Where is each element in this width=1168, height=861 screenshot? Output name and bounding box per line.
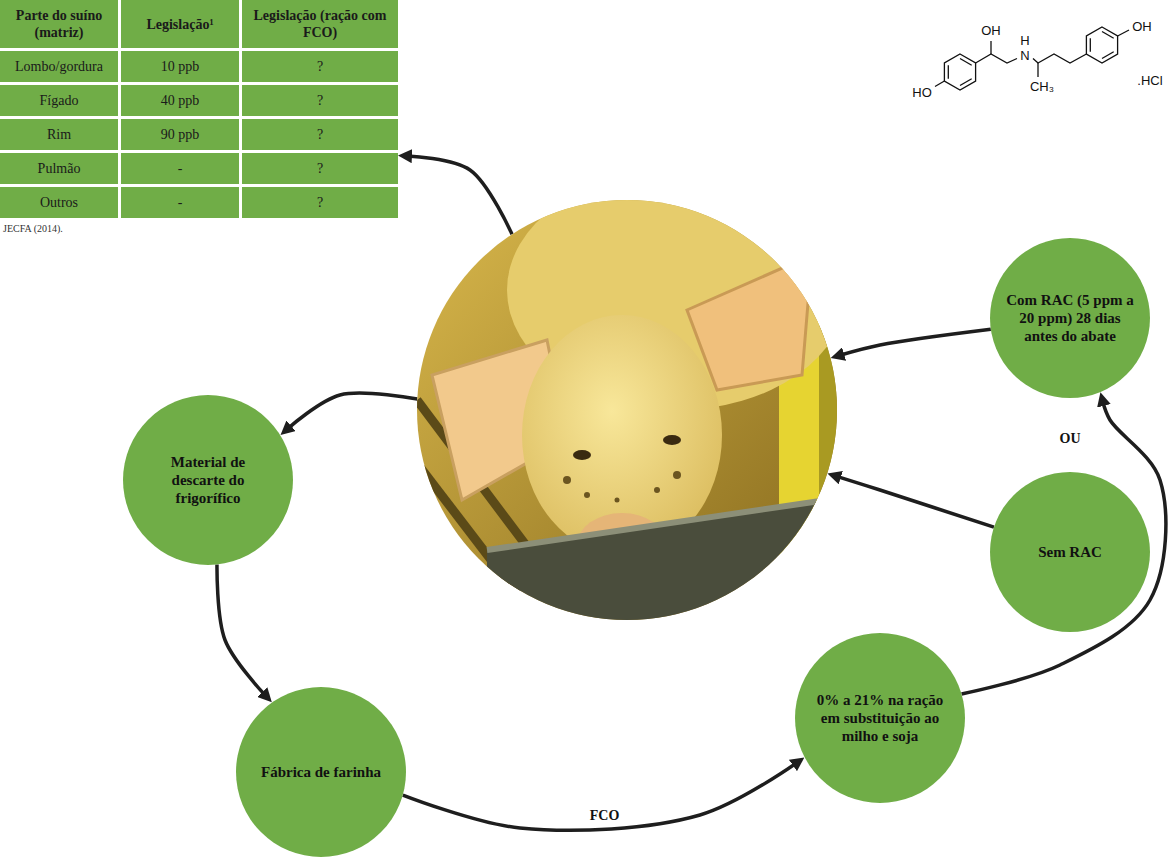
circle-text-wrap: 0% a 21% na ração em substituição ao mil…: [815, 691, 945, 745]
process-circle: Sem RAC: [990, 472, 1150, 632]
circle-label: 0% a 21% na ração em substituição ao mil…: [815, 691, 945, 745]
chain-bond: [976, 54, 1017, 63]
table-cell: Legislação (ração com FCO): [242, 0, 398, 48]
table-cell: Fígado: [0, 85, 118, 116]
atom-label: CH₃: [1030, 79, 1054, 94]
circle-text-wrap: Com RAC (5 ppm a 20 ppm) 28 dias antes d…: [1005, 291, 1135, 345]
double-bond: [1090, 38, 1091, 52]
pig-eye: [663, 435, 681, 445]
atom-label: OH: [981, 23, 1001, 38]
flow-arrow: [408, 156, 512, 234]
data-table: Parte do suíno (matriz)Legislação¹Legisl…: [0, 0, 398, 218]
choice-word: OU: [1060, 430, 1081, 447]
circle-label: Com RAC (5 ppm a 20 ppm) 28 dias antes d…: [1005, 291, 1135, 345]
double-bond: [948, 65, 949, 79]
flow-arrow: [217, 565, 265, 696]
table-cell: ?: [242, 153, 398, 184]
circle-text-wrap: Material de descarte do frigorífico: [143, 453, 273, 507]
table-cell: -: [121, 187, 239, 218]
flow-arrow: [840, 329, 991, 355]
chain-bond: [1033, 54, 1086, 63]
atom-label: OH: [1132, 19, 1152, 34]
table-cell: ?: [242, 51, 398, 82]
table-cell: -: [121, 153, 239, 184]
single-bond: [1118, 30, 1129, 36]
source-note: JECFA (2014).: [3, 223, 63, 235]
feeder-trough: [487, 500, 837, 620]
single-bond: [935, 81, 944, 87]
process-circle: Com RAC (5 ppm a 20 ppm) 28 dias antes d…: [990, 238, 1150, 398]
circle-text-wrap: Sem RAC: [1038, 543, 1102, 561]
process-circle: 0% a 21% na ração em substituição ao mil…: [795, 633, 965, 803]
table-cell: Outros: [0, 187, 118, 218]
process-circle: Fábrica de farinha: [236, 687, 406, 857]
atom-label: H: [1020, 33, 1029, 48]
double-bond: [1102, 52, 1114, 59]
photo-circle: [417, 200, 837, 620]
circle-label: Material de descarte do frigorífico: [143, 453, 273, 507]
process-circle: Material de descarte do frigorífico: [123, 395, 293, 565]
pig-photo: [417, 200, 837, 620]
single-bond: [1037, 63, 1038, 77]
single-bond: [990, 41, 991, 54]
table-cell: Rim: [0, 119, 118, 150]
table-cell: ?: [242, 187, 398, 218]
table-cell: 40 ppb: [121, 85, 239, 116]
flow-arrow: [403, 763, 797, 830]
flow-arrow: [837, 476, 994, 527]
edge-label: FCO: [587, 807, 623, 824]
pig-eye: [573, 450, 591, 460]
double-bond: [1102, 32, 1114, 39]
yellow-bar: [819, 320, 837, 620]
benzene-ring: [944, 54, 975, 90]
benzene-ring: [1086, 27, 1117, 63]
salt-label: .HCl: [1137, 73, 1162, 88]
table-cell: Legislação¹: [121, 0, 239, 48]
table-cell: ?: [242, 119, 398, 150]
table-cell: 90 ppb: [121, 119, 239, 150]
trough-lip: [487, 500, 827, 550]
atom-label: N: [1020, 48, 1029, 63]
circle-label: Fábrica de farinha: [261, 763, 381, 781]
double-bond: [960, 59, 972, 66]
atom-label: HO: [912, 85, 932, 100]
table-cell: ?: [242, 85, 398, 116]
mud-spots: [563, 471, 681, 503]
table-cell: Parte do suíno (matriz): [0, 0, 118, 48]
table-cell: 10 ppb: [121, 51, 239, 82]
double-bond: [960, 79, 972, 86]
table-cell: Lombo/gordura: [0, 51, 118, 82]
flow-arrow: [288, 393, 417, 428]
circle-text-wrap: Fábrica de farinha: [261, 763, 381, 781]
table-cell: Pulmão: [0, 153, 118, 184]
circle-label: Sem RAC: [1038, 543, 1102, 561]
flow-arrow: [962, 402, 1166, 694]
